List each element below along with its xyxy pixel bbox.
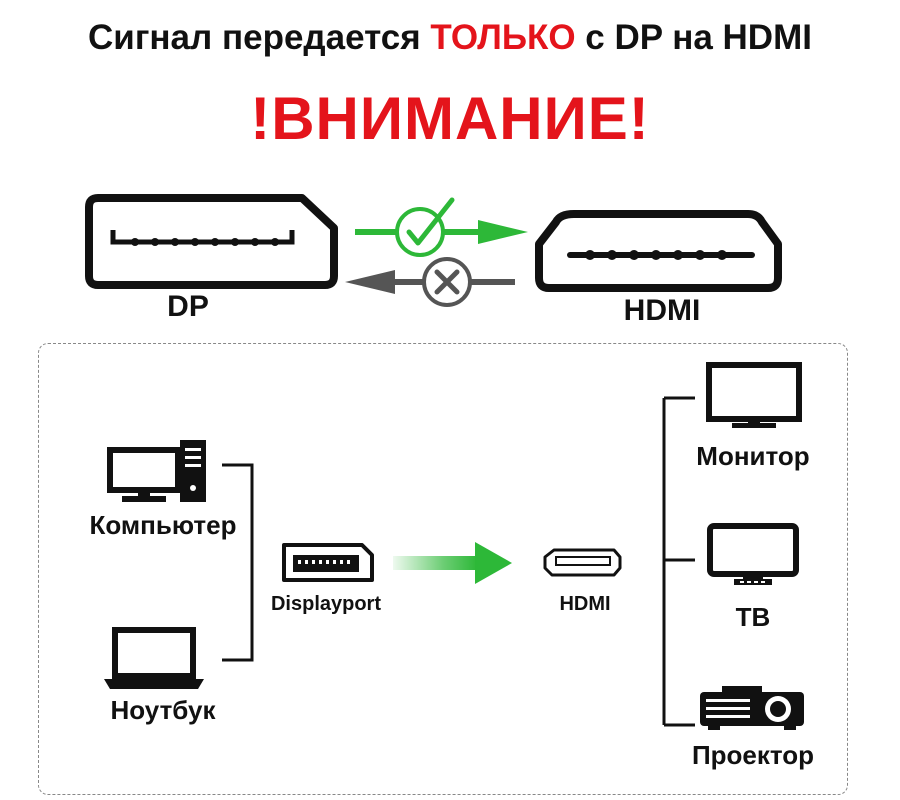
dp-connector-icon (85, 194, 338, 289)
allowed-direction-arrow-icon (355, 197, 528, 257)
connection-diagram-panel (38, 343, 848, 795)
display-label-projector: Проектор (691, 740, 815, 770)
hdmi-label: HDMI (623, 294, 701, 327)
title-highlight: ТОЛЬКО (430, 18, 576, 57)
displayport-label: Displayport (270, 593, 382, 615)
display-label-tv: ТВ (735, 602, 771, 632)
warning-heading: !ВНИМАНИЕ! (250, 85, 650, 152)
dp-label: DP (167, 290, 209, 323)
source-label-computer: Компьютер (89, 510, 237, 540)
blocked-direction-arrow-icon (345, 257, 515, 307)
hdmi-connector-icon (535, 210, 782, 292)
display-label-monitor: Монитор (696, 441, 810, 471)
title-prefix: Сигнал передается (88, 18, 431, 57)
source-label-laptop: Ноутбук (110, 695, 216, 725)
title-suffix: с DP на HDMI (575, 18, 812, 57)
page-title: Сигнал передается ТОЛЬКО с DP на HDMI (0, 18, 900, 58)
hdmi-output-label: HDMI (559, 593, 611, 615)
